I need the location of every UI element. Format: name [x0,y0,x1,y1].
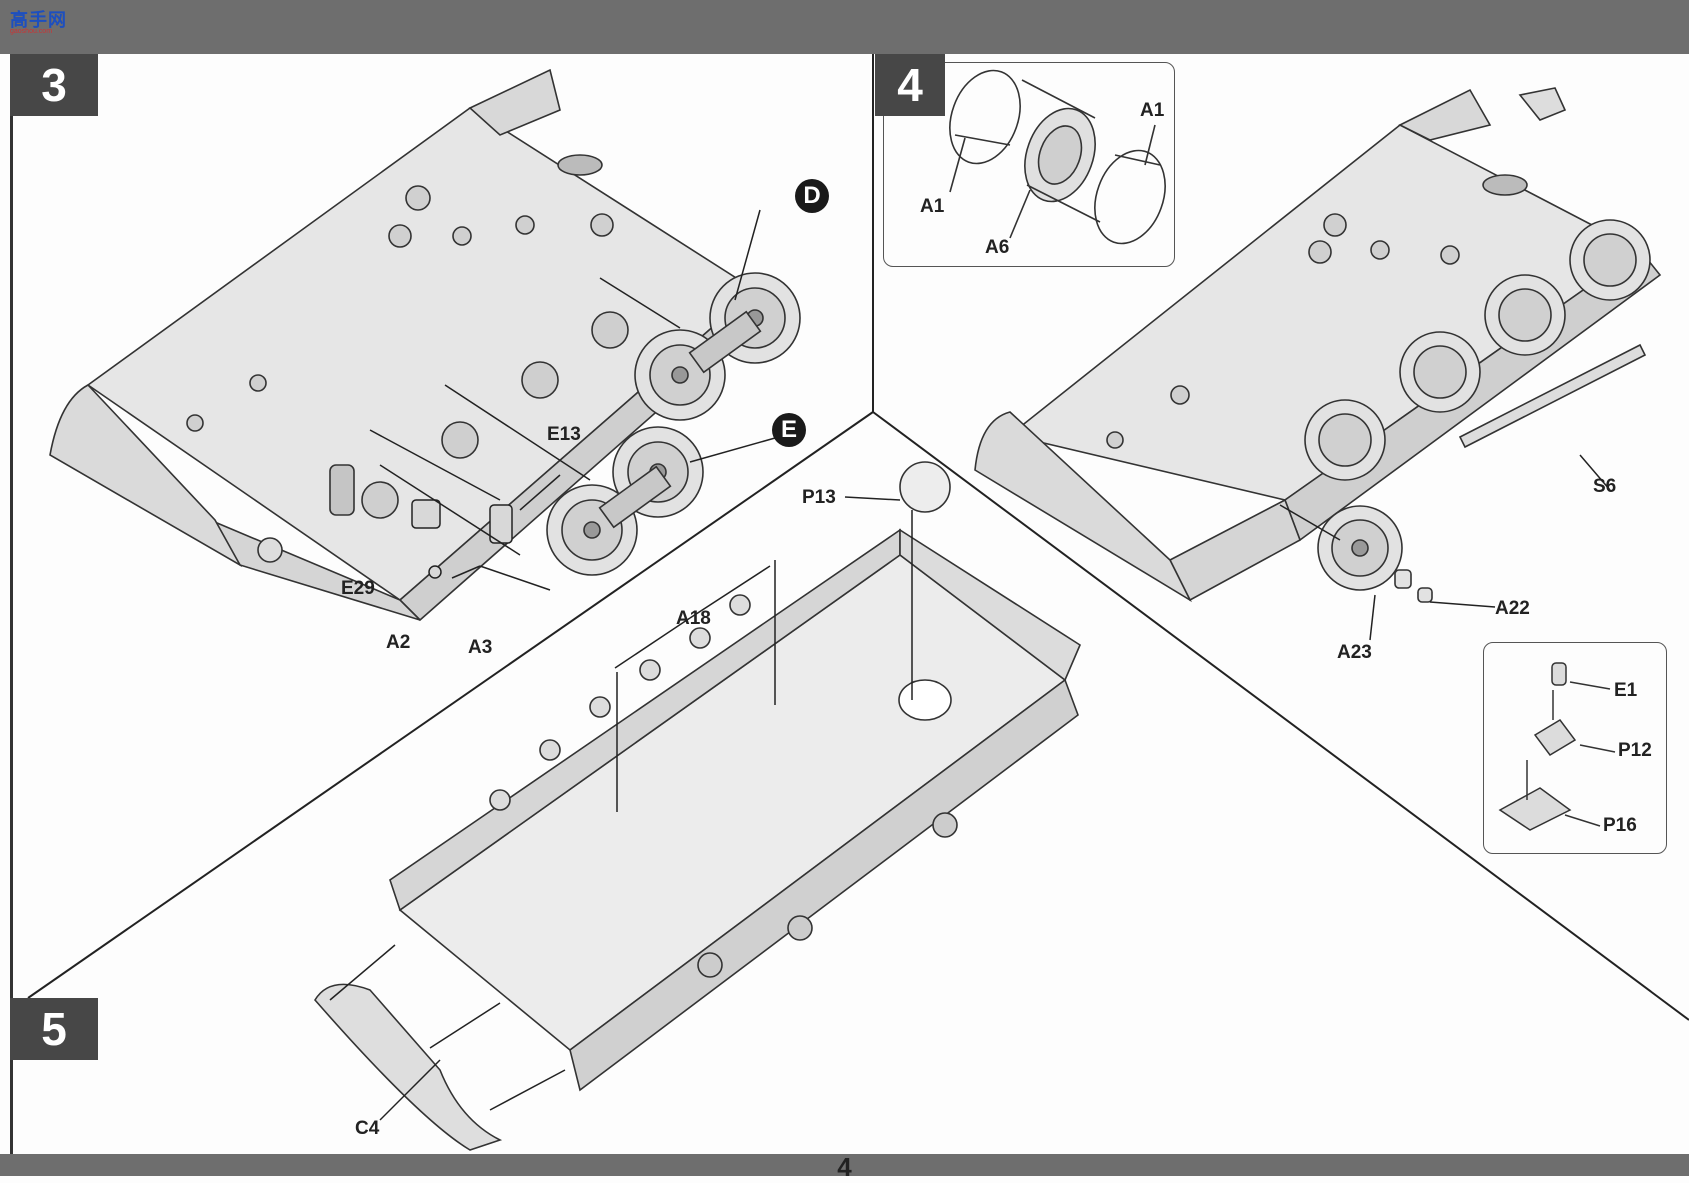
logo-url: gaoshou.com [10,28,53,35]
part-label-a1-left: A1 [920,196,945,217]
step-3-badge: 3 [10,54,98,116]
logo-text: 高手网 [10,10,67,30]
bottom-bar [0,1154,1689,1176]
bogie-e [546,426,704,576]
subassembly-e-marker: E [772,413,806,447]
step-4-badge: 4 [875,54,945,116]
part-label-a3: A3 [468,637,493,658]
part-label-a18: A18 [676,608,711,629]
top-bar [0,0,1689,54]
part-label-p13: P13 [802,487,836,508]
section-dividers [27,54,1689,1021]
part-label-c4: C4 [355,1118,380,1139]
part-label-a6: A6 [985,237,1010,258]
step4-wheel-detail [949,69,1166,245]
part-label-s6: S6 [1593,476,1617,497]
part-label-a23: A23 [1337,642,1372,663]
bogie-d [634,272,801,421]
part-label-e29: E29 [341,578,375,599]
site-logo: 高手网 gaoshou.com [4,2,74,42]
page-number: 4 [837,1152,852,1182]
page-left-edge [10,54,13,1154]
part-label-a22: A22 [1495,598,1530,619]
part-label-p16: P16 [1603,815,1637,836]
step3-small-parts [369,209,776,591]
step4-hatch-inset [1483,642,1667,854]
step4-road-wheels [1304,219,1651,603]
step5-arrows [329,496,913,1121]
part-label-e1: E1 [1614,680,1638,701]
step4-arrows [1279,454,1611,641]
part-label-a2: A2 [386,632,411,653]
step4-small-parts [1498,662,1616,831]
step4-wheel-inset [883,62,1175,267]
part-label-e13: E13 [547,424,581,445]
step-5-badge: 5 [10,998,98,1060]
part-label-p12: P12 [1618,740,1652,761]
step5-hull-tub [314,461,1082,1151]
subassembly-d-marker: D [795,179,829,213]
part-label-a1-right: A1 [1140,100,1165,121]
